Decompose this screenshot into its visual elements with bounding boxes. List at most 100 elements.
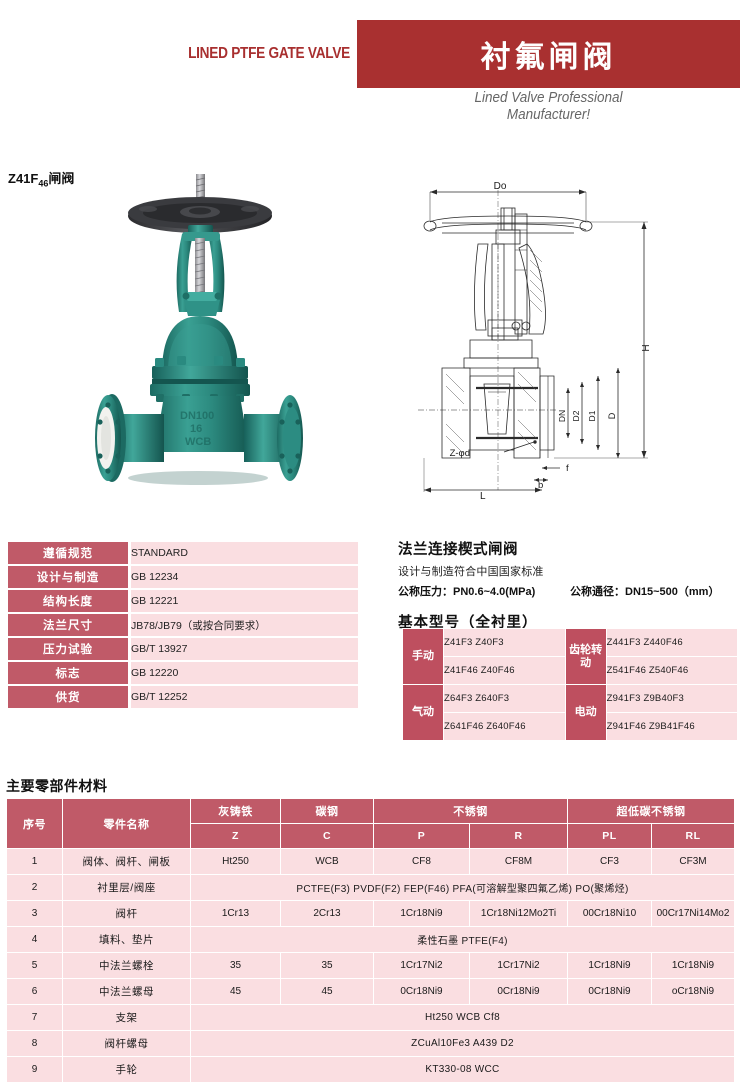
col-code-rl: RL bbox=[651, 823, 735, 849]
model-value: Z941F46 Z9B41F46 bbox=[605, 712, 739, 741]
svg-text:DN100: DN100 bbox=[180, 410, 214, 422]
nominal-pressure: 公称压力：PN0.6~4.0(MPa) bbox=[398, 586, 536, 598]
drawing-label-d1: D1 bbox=[587, 410, 597, 421]
materials-table-head: 序号 零件名称 灰铸铁 碳钢 不锈钢 超低碳不锈钢 Z C P R PL RL bbox=[6, 798, 735, 849]
cell-seq: 6 bbox=[6, 978, 63, 1005]
spec-value: STANDARD bbox=[128, 542, 358, 564]
drawing-label-d2: D2 bbox=[571, 410, 581, 421]
cell-material: 1Cr13 bbox=[190, 900, 281, 927]
cell-seq: 3 bbox=[6, 900, 63, 927]
cell-material: 35 bbox=[190, 952, 281, 979]
info-subheading: 设计与制造符合中国国家标准 bbox=[398, 566, 544, 578]
cell-material-span: Ht250 WCB Cf8 bbox=[190, 1004, 735, 1031]
cell-seq: 5 bbox=[6, 952, 63, 979]
product-model-suffix: 闸阀 bbox=[48, 171, 75, 186]
info-heading: 法兰连接楔式闸阀 bbox=[398, 542, 518, 558]
cell-material: WCB bbox=[280, 848, 374, 875]
drawing-label-h: H bbox=[641, 344, 652, 351]
table-row: 供货 GB/T 12252 bbox=[8, 686, 358, 708]
cell-seq: 1 bbox=[6, 848, 63, 875]
cell-material: CF8 bbox=[373, 848, 470, 875]
model-group-gear: 齿轮转动 bbox=[564, 628, 607, 685]
model-value: Z64F3 Z640F3 bbox=[443, 684, 566, 713]
cell-seq: 8 bbox=[6, 1030, 63, 1057]
table-row: 手动 Z41F3 Z40F3 齿轮转动 Z441F3 Z440F46 bbox=[402, 628, 739, 685]
col-header-part-name: 零件名称 bbox=[62, 798, 191, 849]
cell-material-span: PCTFE(F3) PVDF(F2) FEP(F46) PFA(可溶解型聚四氟乙… bbox=[190, 874, 735, 901]
spec-key: 法兰尺寸 bbox=[8, 614, 128, 636]
cell-material: 0Cr18Ni9 bbox=[567, 978, 652, 1005]
product-model-label: Z41F46闸阀 bbox=[8, 168, 74, 189]
cell-material: 00Cr17Ni14Mo2 bbox=[651, 900, 735, 927]
cell-material: Ht250 bbox=[190, 848, 281, 875]
drawing-label-b: b bbox=[538, 480, 543, 491]
cell-part-name: 支架 bbox=[62, 1004, 191, 1031]
header-red-band: 衬氟闸阀 bbox=[357, 20, 740, 88]
drawing-label-dn: DN bbox=[557, 410, 567, 422]
cell-part-name: 填料、垫片 bbox=[62, 926, 191, 953]
col-code-pl: PL bbox=[567, 823, 652, 849]
materials-table-body: 1 阀体、阀杆、闸板 Ht250 WCB CF8 CF8M CF3 CF3M 2… bbox=[6, 848, 735, 1083]
cell-material: 1Cr17Ni2 bbox=[469, 952, 568, 979]
table-row: 压力试验 GB/T 13927 bbox=[8, 638, 358, 660]
table-header-row: 序号 零件名称 灰铸铁 碳钢 不锈钢 超低碳不锈钢 bbox=[6, 798, 735, 849]
spec-key: 标志 bbox=[8, 662, 128, 684]
col-group-stainless: 不锈钢 bbox=[373, 798, 568, 824]
spec-value: GB 12220 bbox=[128, 662, 358, 684]
cell-material: CF8M bbox=[469, 848, 568, 875]
cell-part-name: 中法兰螺母 bbox=[62, 978, 191, 1005]
table-row: 1 阀体、阀杆、闸板 Ht250 WCB CF8 CF8M CF3 CF3M bbox=[6, 848, 735, 875]
cell-part-name: 中法兰螺栓 bbox=[62, 952, 191, 979]
standards-spec-table: 遵循规范 STANDARD 设计与制造 GB 12234 结构长度 GB 122… bbox=[8, 540, 358, 710]
col-code-p: P bbox=[373, 823, 470, 849]
info-ratings-row: 公称压力：PN0.6~4.0(MPa) 公称通径：DN15~500（mm） bbox=[398, 583, 738, 599]
cell-material-span: KT330-08 WCC bbox=[190, 1056, 735, 1083]
table-row: 气动 Z64F3 Z640F3 电动 Z941F3 Z9B40F3 bbox=[402, 684, 739, 741]
spec-value: JB78/JB79（或按合同要求） bbox=[128, 614, 358, 636]
cell-material: 35 bbox=[280, 952, 374, 979]
col-header-seq: 序号 bbox=[6, 798, 63, 849]
cell-material: 1Cr17Ni2 bbox=[373, 952, 470, 979]
table-row: 5 中法兰螺栓 35 35 1Cr17Ni2 1Cr17Ni2 1Cr18Ni9… bbox=[6, 952, 735, 979]
valve-technical-drawing: Do H DN D2 D1 D Z-φd f b L bbox=[418, 181, 652, 500]
drawing-label-zd: Z-φd bbox=[450, 448, 470, 459]
table-row: 4 填料、垫片 柔性石墨 PTFE(F4) bbox=[6, 926, 735, 953]
drawing-label-f: f bbox=[566, 463, 569, 474]
nominal-diameter: 公称通径：DN15~500（mm） bbox=[570, 586, 720, 598]
table-row: 3 阀杆 1Cr13 2Cr13 1Cr18Ni9 1Cr18Ni12Mo2Ti… bbox=[6, 900, 735, 927]
model-value: Z441F3 Z440F46 bbox=[605, 628, 739, 657]
model-value: Z941F3 Z9B40F3 bbox=[605, 684, 739, 713]
col-code-c: C bbox=[280, 823, 374, 849]
cell-seq: 4 bbox=[6, 926, 63, 953]
cell-material: 1Cr18Ni12Mo2Ti bbox=[469, 900, 568, 927]
drawing-label-l: L bbox=[480, 491, 486, 500]
cell-part-name: 阀杆 bbox=[62, 900, 191, 927]
table-row: 2 衬里层/阀座 PCTFE(F3) PVDF(F2) FEP(F46) PFA… bbox=[6, 874, 735, 901]
cell-seq: 2 bbox=[6, 874, 63, 901]
materials-table: 序号 零件名称 灰铸铁 碳钢 不锈钢 超低碳不锈钢 Z C P R PL RL … bbox=[6, 798, 735, 1083]
model-value: Z41F46 Z40F46 bbox=[443, 656, 566, 685]
col-group-carbon-steel: 碳钢 bbox=[280, 798, 374, 824]
spec-key: 供货 bbox=[8, 686, 128, 708]
cell-material: 1Cr18Ni9 bbox=[651, 952, 735, 979]
cell-material: CF3M bbox=[651, 848, 735, 875]
cell-material: CF3 bbox=[567, 848, 652, 875]
cell-part-name: 手轮 bbox=[62, 1056, 191, 1083]
cell-seq: 9 bbox=[6, 1056, 63, 1083]
models-heading: 基本型号（全衬里） bbox=[398, 615, 538, 631]
spec-key: 遵循规范 bbox=[8, 542, 128, 564]
spec-value: GB 12234 bbox=[128, 566, 358, 588]
table-row: 标志 GB 12220 bbox=[8, 662, 358, 684]
cell-part-name: 衬里层/阀座 bbox=[62, 874, 191, 901]
col-code-r: R bbox=[469, 823, 568, 849]
cell-material: 1Cr18Ni9 bbox=[373, 900, 470, 927]
table-row: 设计与制造 GB 12234 bbox=[8, 566, 358, 588]
cell-material: 1Cr18Ni9 bbox=[567, 952, 652, 979]
table-row: Z641F46 Z640F46 Z941F46 Z9B41F46 bbox=[403, 712, 739, 741]
flange-gate-valve-info: 法兰连接楔式闸阀 设计与制造符合中国国家标准 公称压力：PN0.6~4.0(MP… bbox=[398, 538, 738, 632]
drawing-label-d: D bbox=[607, 412, 617, 419]
table-row: 结构长度 GB 12221 bbox=[8, 590, 358, 612]
cell-part-name: 阀杆螺母 bbox=[62, 1030, 191, 1057]
spec-value: GB/T 13927 bbox=[128, 638, 358, 660]
cell-material-span: 柔性石墨 PTFE(F4) bbox=[190, 926, 735, 953]
